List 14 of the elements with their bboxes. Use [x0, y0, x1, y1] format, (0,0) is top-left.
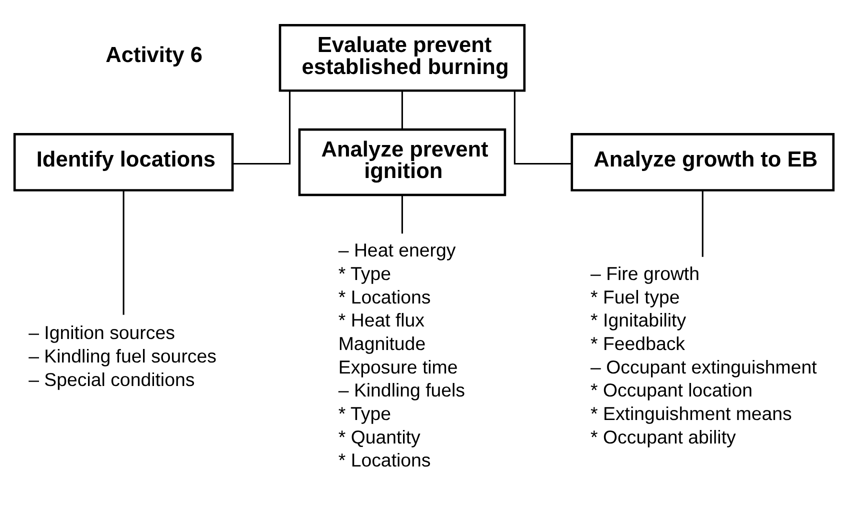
node-box: Analyze prevent ignition [298, 128, 506, 196]
node-text: – Fire growth * Fuel type * Ignitability * Feedback – Occupant extinguishment * Occupant location * Extinguishment means * Occupant ability [590, 262, 817, 448]
node-text: – Heat energy * Type * Locations * Heat flux Magnitude Exposure time – Kindling fuels * Type * Quantity * Locations [338, 240, 466, 471]
node-box: Identify locations [13, 133, 234, 192]
connector [702, 190, 704, 257]
node-box: Evaluate prevent established burning [278, 24, 526, 92]
connector [401, 90, 403, 130]
connector [232, 90, 291, 165]
connector [514, 90, 572, 165]
label: Activity 6 [106, 42, 203, 68]
node-text: – Ignition sources – Kindling fuel sources – Special conditions [28, 322, 216, 390]
connector [122, 190, 124, 315]
node-box: Analyze growth to EB [570, 133, 835, 192]
connector [401, 195, 403, 234]
